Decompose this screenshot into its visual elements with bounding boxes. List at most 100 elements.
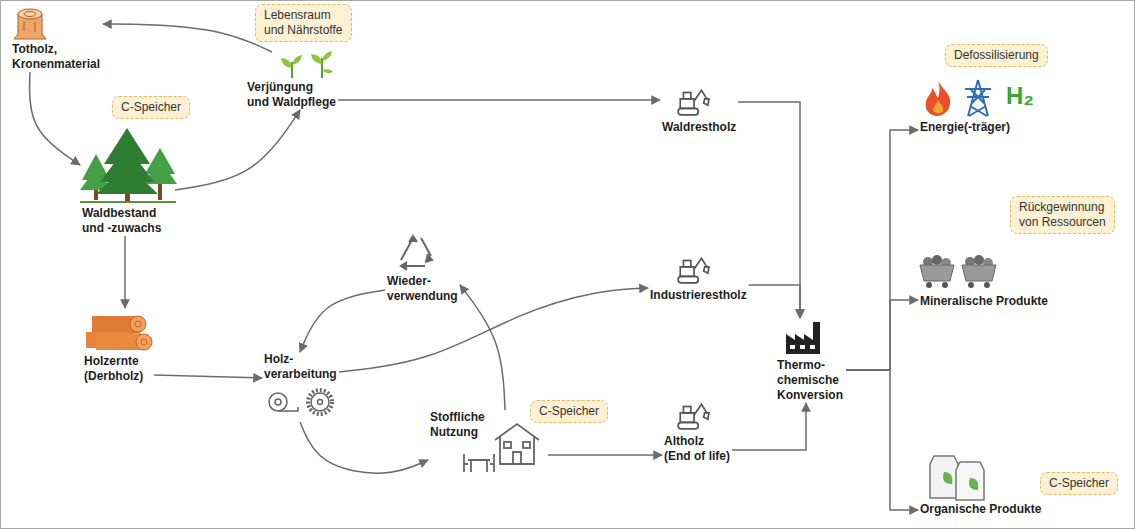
machine-icon xyxy=(678,404,709,428)
node-label: Thermo- chemische Konversion xyxy=(777,358,844,403)
flame-icon xyxy=(926,80,951,116)
factory-icon xyxy=(800,345,805,349)
forest-icon xyxy=(80,201,176,203)
machine-icon xyxy=(678,90,709,114)
flow-arrow xyxy=(460,285,505,410)
log-pile-icon xyxy=(130,316,146,332)
product-bag-icon xyxy=(956,462,984,500)
highlight-tag: Defossilisierung xyxy=(945,44,1048,67)
seedling-icon xyxy=(281,55,302,68)
factory-icon xyxy=(786,322,820,354)
mine-cart-icon xyxy=(968,282,974,288)
factory-icon xyxy=(810,345,815,349)
processing-icons xyxy=(275,399,281,405)
mine-cart-icon xyxy=(926,282,932,288)
flow-arrow xyxy=(154,375,262,378)
process-node: Altholz (End of life) xyxy=(662,398,732,464)
log-pile-icon xyxy=(136,334,152,350)
product-bag-icon xyxy=(943,472,952,484)
formula-label: H₂ xyxy=(1006,82,1034,110)
log-pile-icon xyxy=(141,339,147,345)
furniture-icon xyxy=(464,454,494,472)
flow-arrow xyxy=(124,236,126,308)
processing-icons xyxy=(269,393,287,411)
flow-arrow xyxy=(300,290,385,352)
mine-cart-icon xyxy=(984,282,990,288)
processing-icons xyxy=(311,393,329,411)
node-label: Energie(-träger) xyxy=(920,120,1010,135)
tree-stump-icon xyxy=(18,9,42,19)
flow-arrow xyxy=(338,99,660,101)
node-label: Holz- verarbeitung xyxy=(264,352,337,382)
flow-arrow xyxy=(846,370,918,510)
house-icon xyxy=(495,424,539,464)
process-node: Totholz, Kronenmaterial xyxy=(10,6,103,72)
node-label: Industrierestholz xyxy=(650,288,747,303)
highlight-tag: C-Speicher xyxy=(530,400,608,423)
recycle-icon xyxy=(409,236,417,242)
tag-text: Defossilisierung xyxy=(954,48,1039,63)
tag-text: Rückgewinnung von Ressourcen xyxy=(1019,200,1106,230)
process-node: Mineralische Produkte xyxy=(918,250,1050,309)
mine-cart-icon xyxy=(974,255,984,265)
house-icon xyxy=(504,442,511,448)
node-label: Stoffliche Nutzung xyxy=(430,410,485,440)
forest-icon xyxy=(96,128,158,194)
machine-icon xyxy=(678,258,709,282)
processing-icons xyxy=(269,390,332,414)
process-node: Holzernte (Derbholz) xyxy=(82,308,154,384)
seedling-icon xyxy=(281,51,333,78)
process-node: Verjüngung und Waldpflege xyxy=(245,52,338,110)
processing-icons xyxy=(308,390,332,414)
tag-text: C-Speicher xyxy=(121,100,181,115)
process-node: Energie(-träger) xyxy=(918,78,1012,135)
node-label: Waldrestholz xyxy=(662,120,736,135)
process-node: Thermo- chemische Konversion xyxy=(775,318,846,403)
node-label: Verjüngung und Waldpflege xyxy=(247,80,336,110)
mine-cart-icon xyxy=(920,265,954,281)
node-label: Waldbestand und -zuwachs xyxy=(82,206,162,236)
flow-arrow xyxy=(738,102,800,318)
process-node: Wieder- verwendung xyxy=(385,232,460,304)
power-pylon-icon xyxy=(965,80,991,116)
tree-stump-icon xyxy=(14,9,46,39)
node-label: Holzernte (Derbholz) xyxy=(84,354,144,384)
power-pylon-icon xyxy=(965,80,991,116)
highlight-tag: C-Speicher xyxy=(112,96,190,119)
furniture-icon xyxy=(464,454,494,472)
node-label: Organische Produkte xyxy=(920,502,1041,517)
product-bag-icon xyxy=(930,456,958,498)
forest-icon xyxy=(80,128,177,202)
flow-arrow xyxy=(548,454,662,456)
flame-icon xyxy=(926,80,951,116)
house-icon xyxy=(495,424,539,464)
process-node: Waldbestand und -zuwachs xyxy=(80,124,175,236)
mine-cart-icon xyxy=(920,255,996,288)
product-bag-icon xyxy=(969,478,978,490)
mine-cart-icon xyxy=(932,255,942,265)
factory-icon xyxy=(786,322,820,354)
flow-arrow xyxy=(103,24,272,52)
node-label: Totholz, Kronenmaterial xyxy=(12,42,101,72)
tag-text: C-Speicher xyxy=(539,404,599,419)
highlight-tag: C-Speicher xyxy=(1040,472,1118,495)
highlight-tag: Rückgewinnung von Ressourcen xyxy=(1010,196,1115,234)
flame-icon xyxy=(933,100,943,113)
mine-cart-icon xyxy=(942,282,948,288)
processing-icons xyxy=(278,407,298,411)
highlight-tag: Lebensraum und Nährstoffe xyxy=(255,4,352,42)
process-node: Waldrestholz xyxy=(660,84,738,135)
flow-arrow xyxy=(846,130,918,370)
tag-text: C-Speicher xyxy=(1049,476,1109,491)
node-label: Wieder- verwendung xyxy=(387,274,458,304)
flow-arrow xyxy=(175,110,300,190)
node-label: Mineralische Produkte xyxy=(920,294,1048,309)
recycle-icon xyxy=(401,236,432,270)
flow-arrow xyxy=(29,72,80,165)
